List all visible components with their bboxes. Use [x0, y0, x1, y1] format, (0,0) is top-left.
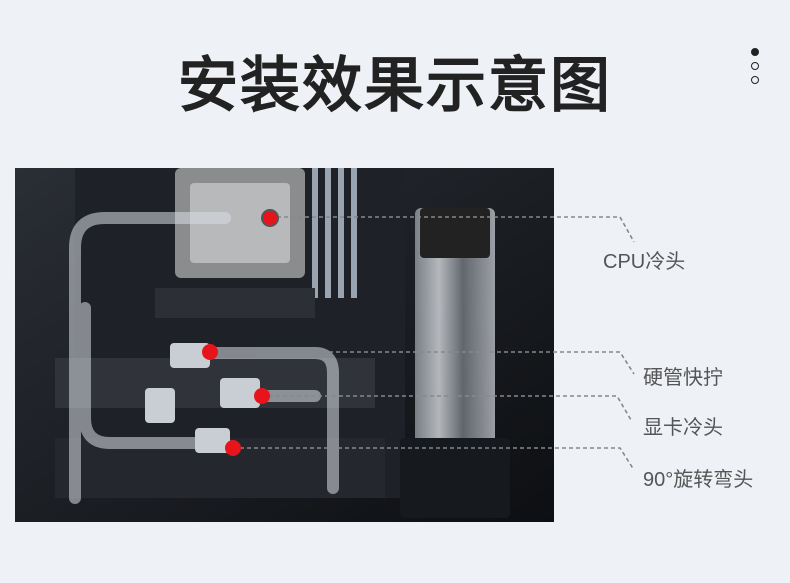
- leader-gpu: [262, 395, 632, 421]
- pc-water-cooling-photo: [15, 168, 554, 522]
- ram-sticks: [312, 168, 357, 298]
- cpu-block: [190, 183, 290, 263]
- leader-cpu: [270, 216, 635, 243]
- page-dot-3[interactable]: [751, 76, 759, 84]
- leader-elbow: [233, 447, 635, 471]
- pump: [400, 438, 510, 518]
- leader-hard-tube: [210, 351, 635, 375]
- photo-illustration: [15, 168, 554, 522]
- callout-label-hard-tube-fitting: 硬管快拧: [643, 367, 723, 389]
- callout-label-rotary-elbow: 90°旋转弯头: [643, 469, 754, 491]
- marker-gpu: [254, 388, 270, 404]
- callout-label-cpu-block: CPU冷头: [603, 251, 686, 273]
- page-dot-2[interactable]: [751, 62, 759, 70]
- chipset-cover: [155, 288, 315, 318]
- marker-elbow: [225, 440, 241, 456]
- gpu-card: [55, 358, 375, 408]
- marker-hard-tube: [202, 344, 218, 360]
- marker-cpu: [261, 209, 279, 227]
- reservoir-cap: [420, 208, 490, 258]
- pagination-dots[interactable]: [751, 48, 761, 90]
- page-dot-1[interactable]: [751, 48, 759, 56]
- page-title: 安装效果示意图: [178, 52, 612, 119]
- fittings: [145, 343, 260, 453]
- callout-label-gpu-block: 显卡冷头: [643, 417, 723, 439]
